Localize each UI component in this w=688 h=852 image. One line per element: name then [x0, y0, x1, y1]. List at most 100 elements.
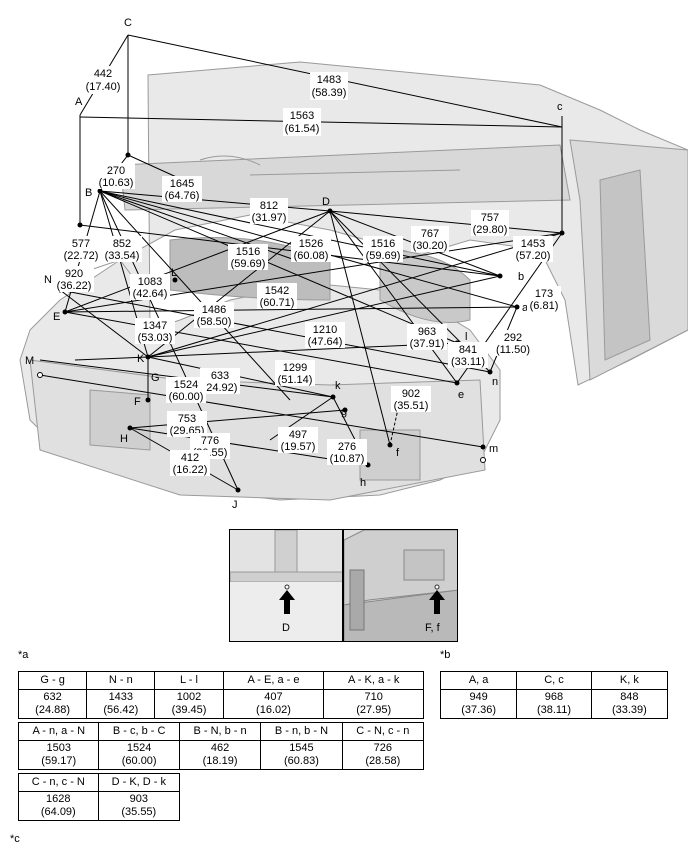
svg-text:(58.50): (58.50): [197, 316, 232, 328]
note-c: *c: [10, 833, 20, 845]
svg-text:776: 776: [201, 435, 219, 447]
svg-text:(24.92): (24.92): [203, 382, 238, 394]
table-cell: G - g: [17, 671, 88, 690]
point-label: J: [232, 499, 238, 510]
point-label: M: [25, 355, 34, 367]
svg-text:270: 270: [107, 165, 125, 177]
table-cell: C, c: [516, 671, 592, 690]
dimension-label: 963(37.91): [407, 324, 447, 350]
point-label: A: [75, 96, 83, 108]
svg-text:(17.40): (17.40): [86, 81, 121, 93]
table-cell: 710(27.95): [323, 689, 424, 719]
svg-text:577: 577: [72, 238, 90, 250]
svg-text:1645: 1645: [170, 178, 194, 190]
svg-text:(16.22): (16.22): [173, 464, 208, 476]
table-cell: 1002(39.45): [154, 689, 224, 719]
point-label: K: [137, 353, 145, 365]
note-a: *a: [18, 649, 29, 661]
dimension-label: 902(35.51): [391, 386, 431, 412]
dimension-label: 920(36.22): [54, 266, 94, 292]
dimension-label: 1516(59.69): [363, 236, 403, 262]
svg-text:(59.69): (59.69): [231, 258, 266, 270]
dimension-label: 812(31.97): [250, 198, 288, 224]
table-cell: 462(18.19): [178, 740, 262, 770]
table-value-row: 949(37.36) 968(38.11) 848(33.39): [439, 689, 669, 719]
table-cell: 726(28.58): [341, 740, 425, 770]
dimension-label: 757(29.80): [471, 210, 509, 236]
table-header-row: G - g N - n L - l A - E, a - e A - K, a …: [17, 671, 424, 690]
point-label: B: [85, 187, 92, 199]
svg-text:1210: 1210: [313, 324, 337, 336]
dimension-label: 767(30.20): [411, 226, 449, 252]
svg-text:(64.76): (64.76): [165, 190, 200, 202]
svg-text:292: 292: [504, 332, 522, 344]
table-cell: C - N, c - n: [341, 722, 425, 741]
dimension-label: 1486(58.50): [194, 302, 234, 328]
table-cell: A, a: [439, 671, 518, 690]
svg-text:(37.91): (37.91): [410, 338, 445, 350]
point-label: L: [171, 267, 177, 279]
dimension-labels: 442(17.40) 1483(58.39) 1563(61.54) 270(1…: [54, 66, 561, 476]
arrow-up-icon: [429, 590, 445, 614]
dimension-label: 1526(60.08): [291, 236, 331, 262]
svg-text:276: 276: [338, 441, 356, 453]
svg-text:(36.22): (36.22): [57, 280, 92, 292]
point-label: G: [151, 372, 160, 384]
point-label: D: [322, 196, 330, 208]
svg-text:1299: 1299: [283, 362, 307, 374]
svg-text:(61.54): (61.54): [285, 123, 320, 135]
svg-text:1516: 1516: [236, 246, 260, 258]
svg-text:497: 497: [289, 429, 307, 441]
table-cell: A - n, a - N: [17, 722, 100, 741]
svg-text:1483: 1483: [317, 74, 341, 86]
inset-point-d: D: [229, 529, 343, 642]
point-label: g: [341, 406, 347, 418]
inset-f-illustration: [344, 530, 457, 641]
svg-text:1347: 1347: [143, 320, 167, 332]
table-cell: D - K, D - k: [97, 773, 181, 792]
table-cell: N - n: [86, 671, 156, 690]
svg-text:(29.80): (29.80): [473, 224, 508, 236]
table-a-row2: A - n, a - N B - c, b - C B - N, b - n B…: [17, 722, 425, 770]
dimension-label: 577(22.72): [61, 236, 101, 262]
dimension-label: 497(19.57): [278, 427, 318, 453]
svg-text:812: 812: [260, 200, 278, 212]
table-cell: 1545(60.83): [260, 740, 343, 770]
dimension-label: 173(6.81): [527, 286, 561, 312]
table-value-row: 632(24.88) 1433(56.42) 1002(39.45) 407(1…: [17, 689, 424, 719]
table-header-row: A, a C, c K, k: [439, 671, 669, 690]
svg-text:1516: 1516: [371, 238, 395, 250]
table-a-row3: C - n, c - N D - K, D - k 1628(64.09) 90…: [18, 773, 181, 821]
svg-text:412: 412: [181, 452, 199, 464]
table-cell: B - c, b - C: [98, 722, 180, 741]
dimension-label: 292(11.50): [494, 330, 532, 356]
dimension-label: 412(16.22): [170, 450, 210, 476]
table-cell: 968(38.11): [516, 689, 592, 719]
point-label: b: [518, 271, 524, 283]
svg-text:173: 173: [535, 288, 553, 300]
table-cell: A - E, a - e: [222, 671, 325, 690]
inset-d-label: D: [282, 622, 290, 634]
svg-text:1563: 1563: [290, 110, 314, 122]
dimension-label: 841(33.11): [448, 342, 488, 368]
svg-text:(19.57): (19.57): [281, 441, 316, 453]
svg-text:(10.63): (10.63): [99, 177, 134, 189]
detail-insets: D F, f: [229, 529, 458, 642]
svg-text:(31.97): (31.97): [252, 212, 287, 224]
svg-text:(22.72): (22.72): [64, 250, 99, 262]
dimension-label: 442(17.40): [86, 66, 121, 94]
table-cell: 632(24.88): [17, 689, 88, 719]
point-label: n: [492, 376, 498, 388]
svg-text:(33.11): (33.11): [451, 356, 485, 368]
dimension-label: 1347(53.03): [135, 318, 175, 344]
svg-text:(47.64): (47.64): [308, 336, 343, 348]
table-value-row: 1503(59.17) 1524(60.00) 462(18.19) 1545(…: [17, 740, 425, 770]
table-b: A, a C, c K, k 949(37.36) 968(38.11) 848…: [439, 671, 669, 719]
dimension-label: 1453(57.20): [513, 236, 553, 262]
dimension-label: 270(10.63): [97, 163, 135, 189]
svg-text:757: 757: [481, 212, 499, 224]
table-cell: 949(37.36): [439, 689, 518, 719]
inset-d-illustration: [230, 530, 342, 641]
point-label: N: [44, 274, 52, 286]
table-cell: 848(33.39): [590, 689, 669, 719]
